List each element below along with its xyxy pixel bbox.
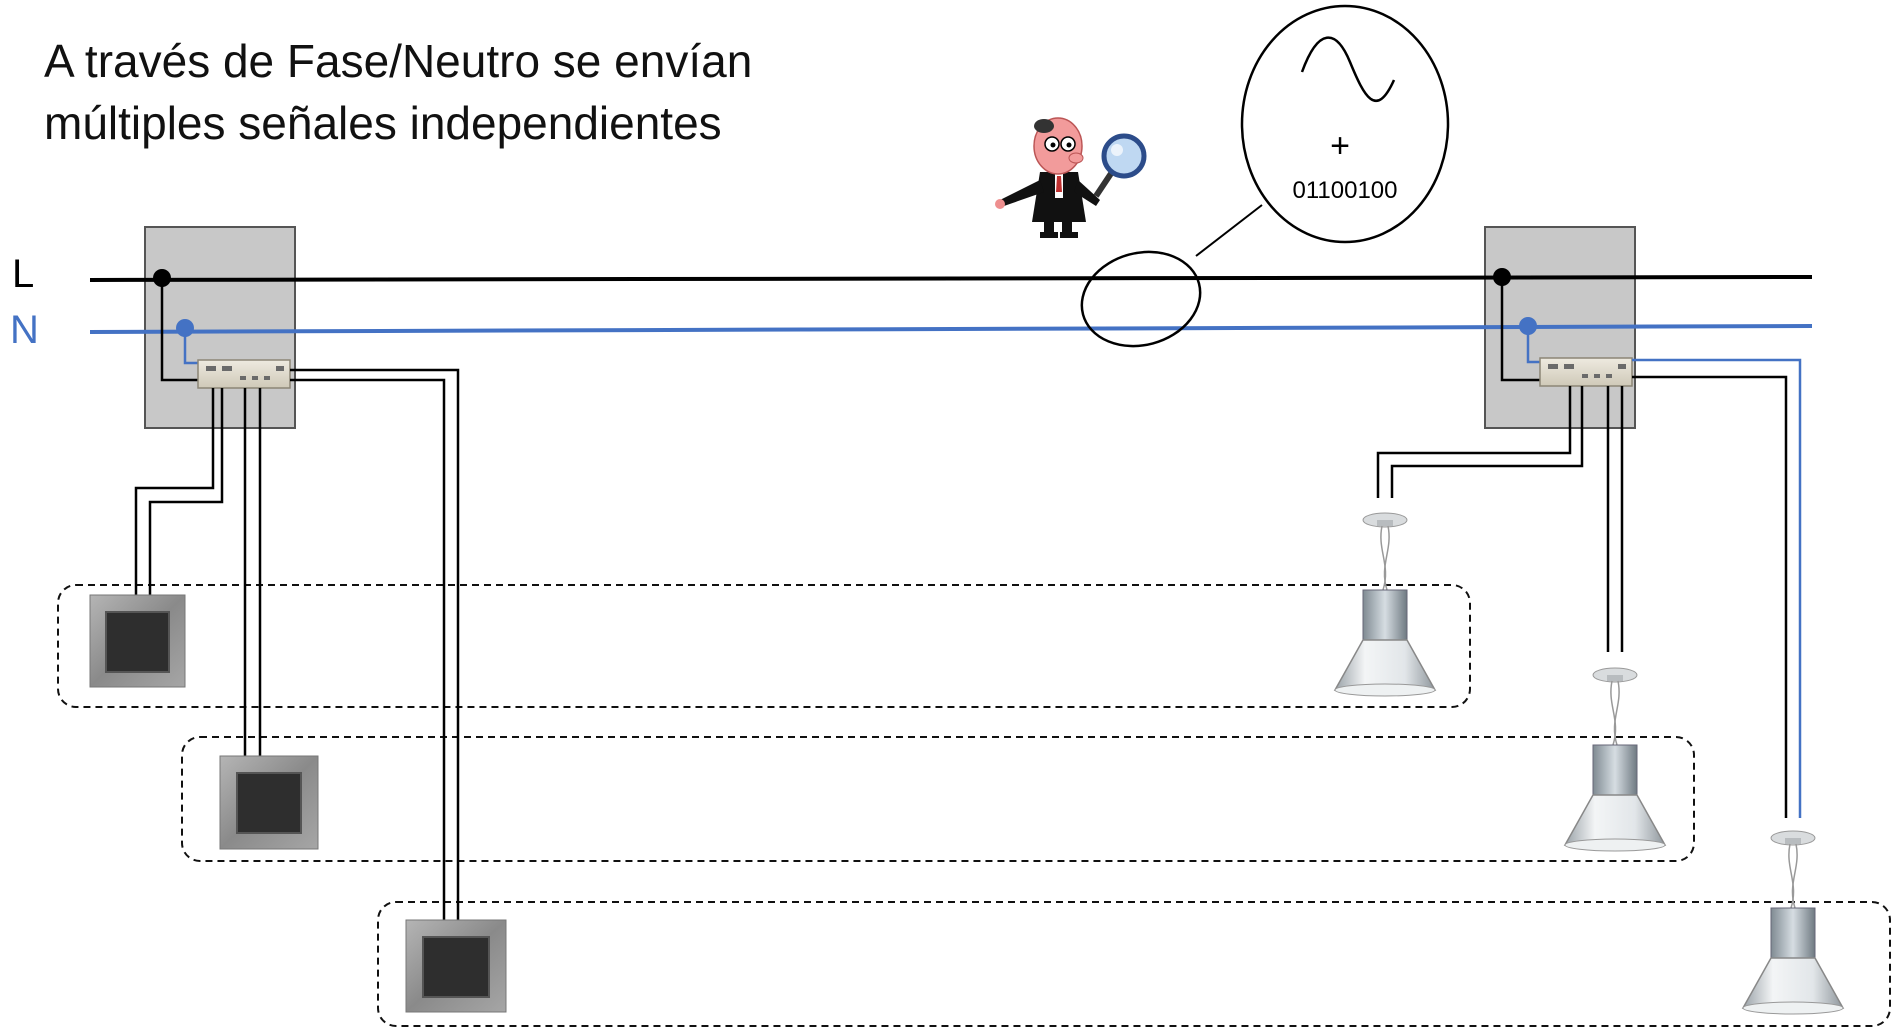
pendant-lamp-icon	[1333, 512, 1437, 697]
neutral-label: N	[10, 308, 39, 352]
phase-label: L	[12, 252, 34, 296]
switch-wires-left	[134, 368, 460, 930]
signal-callout: + 01100100	[1080, 4, 1450, 348]
phase-line	[89, 275, 1813, 282]
signal-bubble	[1240, 4, 1450, 244]
wall-switch-icon[interactable]	[219, 755, 319, 850]
phase-tap-left	[153, 269, 171, 287]
diagram-title: A través de Fase/Neutro se envían múltip…	[44, 30, 752, 154]
lamp-wires-right	[1376, 358, 1802, 818]
title-line-1: A través de Fase/Neutro se envían	[44, 35, 753, 87]
neutral-tap-right	[1519, 317, 1537, 335]
control-module-left	[197, 359, 291, 389]
signal-binary: 01100100	[1293, 177, 1398, 204]
group-outline-2	[181, 736, 1695, 862]
phase-tap-right	[1493, 268, 1511, 286]
sine-wave-icon	[1300, 36, 1396, 103]
neutral-tap-left	[176, 319, 194, 337]
signal-plus: +	[1330, 127, 1350, 165]
junction-box-left	[144, 226, 296, 429]
detective-magnifier-icon	[995, 117, 1147, 238]
control-module-right	[1539, 357, 1633, 387]
title-line-2: múltiples señales independientes	[44, 97, 722, 149]
group-outline-3	[377, 901, 1891, 1027]
pendant-lamp-icon	[1741, 830, 1845, 1015]
wall-switch-icon[interactable]	[89, 594, 186, 688]
pendant-lamp-icon	[1563, 667, 1667, 852]
wall-switch-icon[interactable]	[405, 919, 507, 1013]
signal-lens	[1080, 250, 1202, 348]
group-outline-1	[57, 584, 1471, 708]
